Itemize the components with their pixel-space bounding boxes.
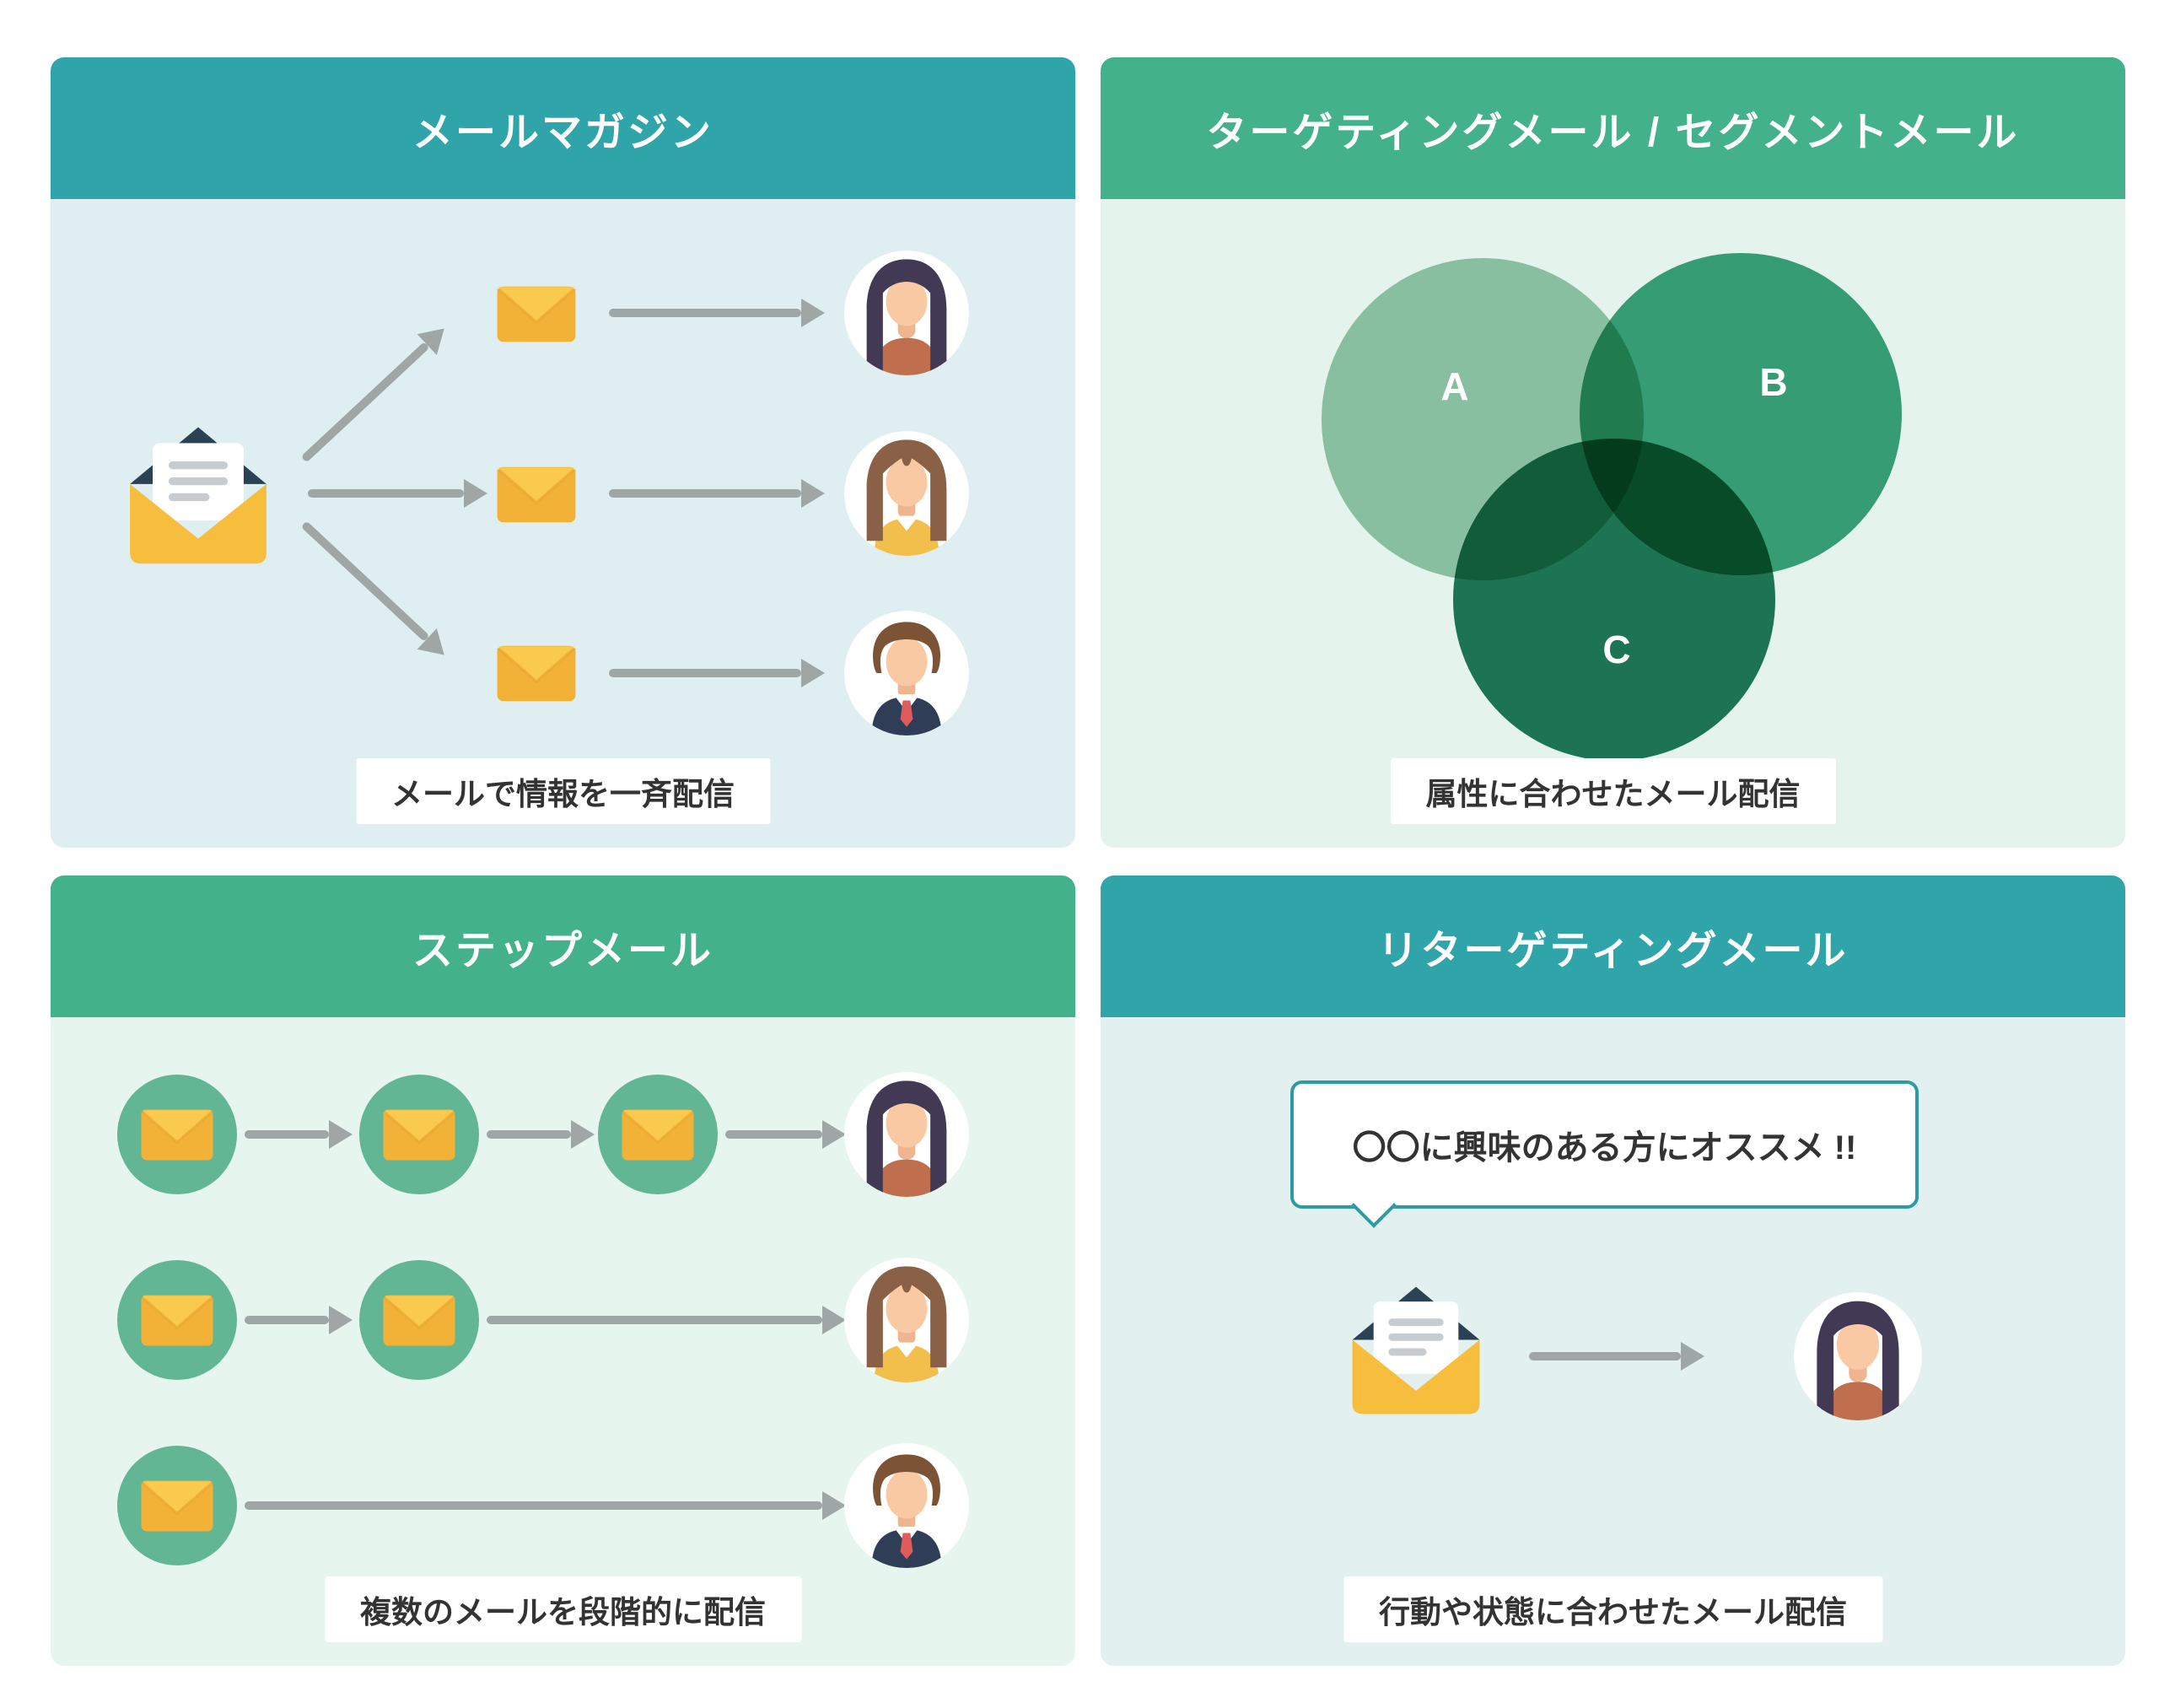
arrow-right-icon: [245, 1501, 822, 1510]
venn-label-c: C: [1602, 628, 1631, 671]
panel-step-mail: ステップメール 複数のメールを段階的に配信: [51, 876, 1075, 1666]
closed-envelope-icon: [140, 1108, 214, 1161]
avatar-woman-dark-hair-icon: [844, 1072, 969, 1197]
open-envelope-icon: [1341, 1276, 1491, 1416]
arrow-right-icon: [487, 1130, 571, 1139]
speech-bubble: 〇〇に興味のある方にオススメ !!: [1290, 1080, 1919, 1209]
speech-bubble-text: 〇〇に興味のある方にオススメ !!: [1352, 1129, 1857, 1167]
panel-header: メールマガジン: [51, 57, 1075, 199]
panel-title: ターゲティングメール / セグメントメール: [1206, 110, 2020, 155]
arrow-right-icon: [308, 489, 464, 498]
panel-targeting-mail: ターゲティングメール / セグメントメール A B C 属性に合わせたメール配信: [1101, 57, 2125, 848]
avatar-man-suit-icon: [844, 1443, 969, 1568]
venn-label-b: B: [1759, 360, 1788, 404]
arrow-right-icon: [245, 1316, 329, 1324]
closed-envelope-icon: [382, 1108, 456, 1161]
closed-envelope-icon: [496, 285, 577, 343]
panel-header: ステップメール: [51, 876, 1075, 1017]
arrow-right-icon: [487, 1316, 822, 1324]
arrow-right-icon: [609, 489, 801, 498]
panel-retargeting-mail: リターゲティングメール 〇〇に興味のある方にオススメ !! 行動や状態に合わせた…: [1101, 876, 2125, 1666]
arrow-diagonal-up-icon: [300, 341, 430, 463]
venn-label-a: A: [1440, 364, 1469, 408]
panel-caption: メールで情報を一斉配信: [356, 758, 770, 824]
arrow-right-icon: [609, 309, 801, 317]
panel-title: リターゲティングメール: [1377, 929, 1849, 973]
avatar-woman-dark-hair-icon: [844, 251, 969, 375]
arrow-right-icon: [609, 669, 801, 677]
arrow-right-icon: [725, 1130, 822, 1139]
panel-caption: 属性に合わせたメール配信: [1390, 758, 1836, 824]
panel-header: リターゲティングメール: [1101, 876, 2125, 1017]
closed-envelope-icon: [140, 1479, 214, 1533]
avatar-woman-brown-hair-icon: [844, 1258, 969, 1382]
closed-envelope-icon: [621, 1108, 695, 1161]
avatar-woman-brown-hair-icon: [844, 431, 969, 556]
closed-envelope-icon: [496, 644, 577, 703]
closed-envelope-icon: [496, 466, 577, 524]
venn-circle-c: [1453, 439, 1775, 761]
avatar-woman-dark-hair-icon: [1794, 1292, 1922, 1420]
panel-header: ターゲティングメール / セグメントメール: [1101, 57, 2125, 199]
panel-title: ステップメール: [412, 929, 713, 973]
panel-title: メールマガジン: [412, 110, 713, 155]
arrow-right-icon: [245, 1130, 329, 1139]
closed-envelope-icon: [382, 1294, 456, 1347]
panel-caption: 複数のメールを段階的に配信: [325, 1576, 801, 1642]
panel-mail-magazine: メールマガジン メールで情報を一斉配信: [51, 57, 1075, 848]
arrow-right-icon: [1529, 1352, 1681, 1360]
avatar-man-suit-icon: [844, 611, 969, 735]
panel-caption: 行動や状態に合わせたメール配信: [1343, 1576, 1882, 1642]
closed-envelope-icon: [140, 1294, 214, 1347]
arrow-diagonal-down-icon: [300, 520, 430, 643]
open-envelope-icon: [118, 416, 278, 566]
